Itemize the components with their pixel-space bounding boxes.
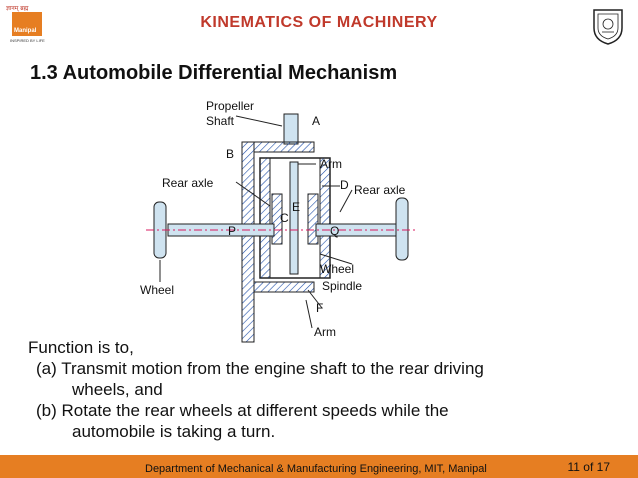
- footer-department: Department of Mechanical & Manufacturing…: [145, 463, 487, 475]
- slide-title: 1.3 Automobile Differential Mechanism: [30, 62, 398, 84]
- label-e: E: [292, 200, 300, 214]
- label-wheel-right: Wheel: [320, 262, 354, 276]
- label-spindle: Spindle: [322, 279, 362, 293]
- bevel-gear-q: [307, 193, 319, 245]
- footer-bar: [0, 455, 638, 478]
- label-a: A: [312, 114, 320, 128]
- label-f: F: [316, 301, 323, 315]
- label-p: P: [228, 224, 236, 238]
- body-line-5: automobile is taking a turn.: [72, 422, 276, 441]
- label-rear-axle-right: Rear axle: [354, 183, 406, 197]
- label-d: D: [340, 178, 349, 192]
- body-line-2: (a) Transmit motion from the engine shaf…: [36, 359, 484, 378]
- label-c: C: [280, 211, 289, 225]
- logo-script-text: ज्ञानम् ब्रह्म: [6, 5, 29, 12]
- label-propeller: Propeller: [206, 99, 254, 113]
- logo-box: Manipal: [12, 12, 42, 36]
- logo-tagline: INSPIRED BY LIFE: [10, 38, 45, 43]
- body-line-4: (b) Rotate the rear wheels at different …: [36, 401, 449, 420]
- body-line-1: Function is to,: [28, 338, 134, 357]
- label-shaft: Shaft: [206, 114, 235, 128]
- right-wheel: [395, 197, 409, 261]
- spindle: [289, 161, 299, 275]
- propeller-shaft: [283, 113, 299, 145]
- body-line-3: wheels, and: [72, 380, 163, 399]
- differential-diagram: Propeller Shaft A B Arm Rear axle D Rear…: [140, 99, 416, 343]
- label-rear-axle-left: Rear axle: [162, 176, 214, 190]
- slide-body: Function is to, (a) Transmit motion from…: [28, 337, 484, 442]
- institute-seal-icon: [593, 9, 623, 45]
- bevel-gear-p: [271, 193, 283, 245]
- label-arm-top: Arm: [320, 157, 342, 171]
- logo-text: Manipal: [14, 28, 37, 34]
- header-title: KINEMATICS OF MACHINERY: [200, 14, 438, 31]
- label-arm-bottom: Arm: [314, 325, 336, 339]
- label-wheel-left: Wheel: [140, 283, 174, 297]
- label-q: Q: [330, 224, 339, 238]
- label-b: B: [226, 147, 234, 161]
- page-number: 11 of 17: [567, 460, 610, 474]
- manipal-logo: ज्ञानम् ब्रह्म Manipal INSPIRED BY LIFE: [6, 4, 48, 44]
- crown-gear-b: [241, 141, 255, 343]
